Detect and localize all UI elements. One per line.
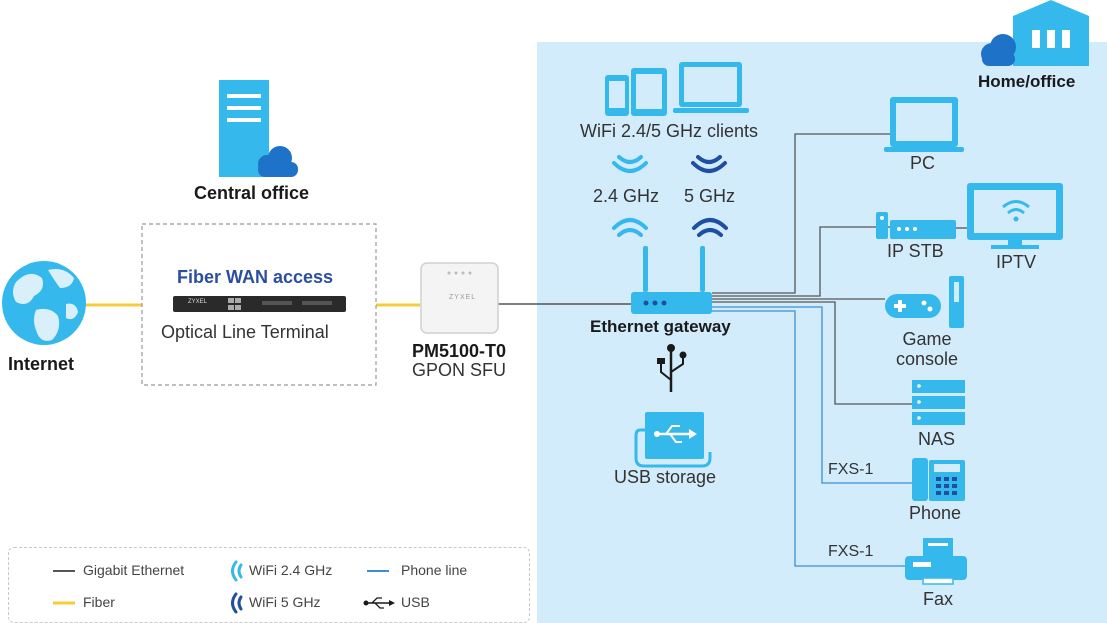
fiber-wan-label: Fiber WAN access	[177, 267, 334, 287]
wifi-24-signal-top	[612, 155, 648, 173]
ethernet-lines	[712, 133, 912, 405]
legend-usb-label: USB	[401, 594, 430, 610]
usb-storage-icon	[634, 412, 712, 468]
fxs-fax-label: FXS-1	[828, 543, 874, 560]
phone-icon	[912, 458, 965, 501]
gateway-label: Ethernet gateway	[590, 317, 731, 336]
legend-wifi24-label: WiFi 2.4 GHz	[249, 562, 333, 578]
phone-lines	[712, 306, 912, 567]
olt-device	[173, 296, 346, 312]
legend-wifi5-icon	[231, 592, 243, 614]
legend-wifi5-label: WiFi 5 GHz	[249, 594, 321, 610]
legend-gigabit-label: Gigabit Ethernet	[83, 562, 185, 578]
fax-label: Fax	[923, 589, 954, 609]
ont-brand: ZYXEL	[449, 294, 477, 301]
home-office-label: Home/office	[978, 72, 1076, 91]
server-icon	[219, 80, 298, 177]
fxs-phone-label: FXS-1	[828, 461, 874, 478]
band-24-label: 2.4 GHz	[593, 186, 660, 206]
router-icon	[631, 246, 712, 314]
ip-stb-icon	[876, 212, 956, 239]
pc-label: PC	[910, 153, 936, 173]
ont-type-label: GPON SFU	[411, 360, 507, 380]
internet-label: Internet	[8, 354, 75, 374]
ip-stb-label: IP STB	[887, 241, 944, 261]
legend-phone-line-label: Phone line	[401, 562, 468, 578]
game-console-label: Game console	[895, 329, 959, 369]
wifi-5-signal-bottom	[692, 218, 728, 237]
globe-icon	[2, 261, 86, 345]
wifi-clients-label: WiFi 2.4/5 GHz clients	[580, 121, 759, 141]
wifi-clients-icons	[605, 62, 749, 116]
iptv-icon	[967, 183, 1063, 249]
usb-storage-label: USB storage	[614, 467, 717, 487]
building-icon	[981, 0, 1089, 66]
olt-box	[141, 223, 377, 386]
legend-symbols	[53, 560, 395, 614]
olt-label: Optical Line Terminal	[161, 322, 329, 342]
pc-icon	[884, 97, 964, 152]
fax-icon	[905, 538, 967, 585]
nas-icon	[912, 380, 965, 425]
ont-device	[420, 262, 499, 334]
usb-cable-icon	[657, 344, 687, 392]
central-office-label: Central office	[194, 183, 310, 203]
iptv-label: IPTV	[996, 252, 1037, 272]
legend-fiber-label: Fiber	[83, 594, 115, 610]
legend: Gigabit Ethernet Fiber WiFi 2.4 GHz WiFi…	[8, 547, 530, 623]
legend-usb-icon	[363, 597, 395, 609]
wifi-24-signal-bottom	[612, 218, 648, 237]
ont-model-label: PM5100-T0	[411, 341, 507, 361]
band-5-label: 5 GHz	[684, 186, 736, 206]
olt-brand: ZYXEL	[188, 299, 208, 305]
nas-label: NAS	[918, 429, 956, 449]
legend-wifi24-icon	[231, 560, 243, 582]
wifi-5-signal-top	[691, 155, 727, 173]
phone-label: Phone	[909, 503, 962, 523]
game-console-icon	[885, 276, 964, 328]
